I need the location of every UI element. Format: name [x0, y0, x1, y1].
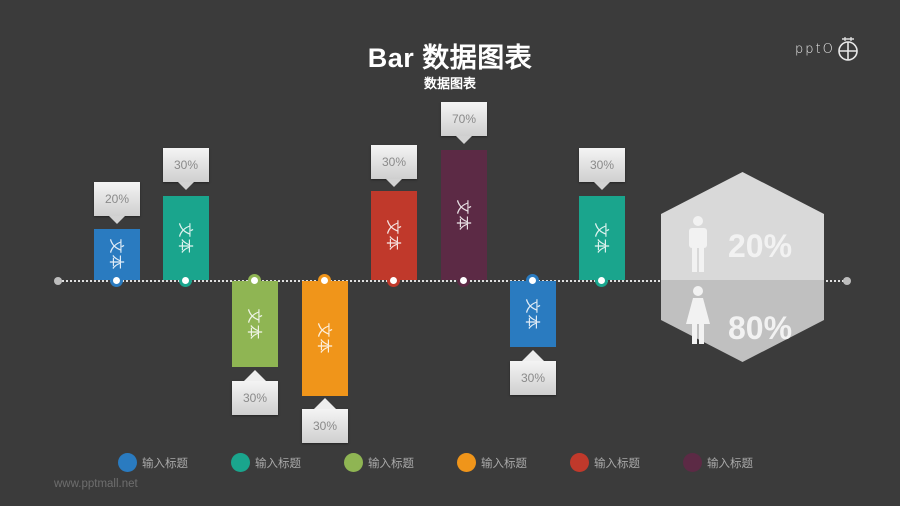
legend-label: 输入标题 — [255, 457, 301, 470]
axis-start-dot — [54, 277, 62, 285]
bar-anchor-dot — [457, 274, 470, 287]
legend-swatch-icon — [231, 453, 250, 472]
legend-item[interactable]: 输入标题 — [570, 453, 683, 472]
legend-item[interactable]: 输入标题 — [683, 453, 796, 472]
legend-swatch-icon — [457, 453, 476, 472]
bar-anchor-dot — [387, 274, 400, 287]
value-callout: 30% — [371, 145, 417, 187]
value-label: 30% — [589, 158, 615, 172]
bar-anchor-dot — [248, 274, 261, 287]
legend-label: 输入标题 — [368, 457, 414, 470]
bar-text: 文本 — [107, 238, 125, 271]
value-callout: 20% — [94, 182, 140, 224]
value-callout: 30% — [232, 370, 278, 415]
value-label: 70% — [451, 112, 477, 126]
page-title: Bar 数据图表 — [367, 43, 533, 73]
legend-label: 输入标题 — [707, 457, 753, 470]
bar-3[interactable]: 文本 — [232, 281, 278, 367]
legend-item[interactable]: 输入标题 — [344, 453, 457, 472]
value-label: 30% — [312, 419, 338, 433]
gender-hexagon: 20% 80% — [661, 172, 824, 362]
bar-anchor-dot — [110, 274, 123, 287]
axis-end-dot — [843, 277, 851, 285]
legend-label: 输入标题 — [481, 457, 527, 470]
bar-4[interactable]: 文本 — [302, 281, 348, 396]
value-label: 30% — [381, 155, 407, 169]
male-row: 20% — [661, 212, 824, 272]
bar-text: 文本 — [384, 219, 402, 252]
female-percent: 80% — [728, 310, 793, 346]
value-callout: 70% — [441, 102, 487, 144]
legend-item[interactable]: 输入标题 — [231, 453, 344, 472]
bar-text: 文本 — [523, 297, 541, 331]
female-icon — [686, 286, 710, 344]
value-label: 30% — [520, 371, 546, 385]
legend-item[interactable]: 输入标题 — [118, 453, 231, 472]
footer-url: www.pptmall.net — [54, 478, 138, 490]
bar-8[interactable]: 文本 — [579, 196, 625, 280]
bar-7[interactable]: 文本 — [510, 281, 556, 347]
bar-text: 文本 — [592, 221, 610, 255]
value-label: 30% — [242, 391, 268, 405]
male-icon — [689, 216, 707, 272]
logo-text: pptO — [795, 41, 835, 57]
male-percent: 20% — [728, 228, 793, 264]
bar-5[interactable]: 文本 — [371, 191, 417, 280]
value-label: 20% — [104, 192, 130, 206]
bar-text: 文本 — [454, 198, 472, 232]
bar-anchor-dot — [318, 274, 331, 287]
legend-label: 输入标题 — [594, 457, 640, 470]
bar-text: 文本 — [315, 322, 333, 355]
value-callout: 30% — [163, 148, 209, 190]
bar-anchor-dot — [595, 274, 608, 287]
value-callout: 30% — [579, 148, 625, 190]
value-callout: 30% — [302, 398, 348, 443]
logo-crosshair-icon — [838, 37, 858, 61]
bar-anchor-dot — [526, 274, 539, 287]
baseline-axis — [58, 280, 848, 282]
legend-swatch-icon — [570, 453, 589, 472]
value-callout: 30% — [510, 350, 556, 395]
bar-6[interactable]: 文本 — [441, 150, 487, 280]
female-row: 80% — [661, 286, 824, 352]
bar-text: 文本 — [176, 221, 194, 255]
bar-2[interactable]: 文本 — [163, 196, 209, 280]
legend-label: 输入标题 — [142, 457, 188, 470]
legend: 输入标题 输入标题 输入标题 输入标题 输入标题 输入标题 — [118, 453, 796, 472]
logo: pptO — [795, 36, 859, 62]
legend-swatch-icon — [683, 453, 702, 472]
bar-text: 文本 — [245, 307, 263, 341]
bar-1[interactable]: 文本 — [94, 229, 140, 280]
legend-item[interactable]: 输入标题 — [457, 453, 570, 472]
bar-anchor-dot — [179, 274, 192, 287]
legend-swatch-icon — [118, 453, 137, 472]
legend-swatch-icon — [344, 453, 363, 472]
page-subtitle: 数据图表 — [423, 76, 476, 91]
value-label: 30% — [173, 158, 199, 172]
